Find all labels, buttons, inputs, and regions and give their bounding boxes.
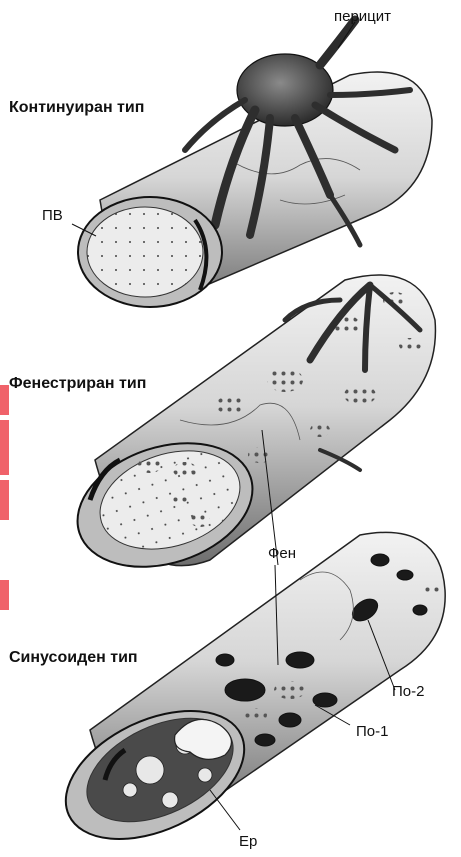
side-marker-2 <box>0 420 9 475</box>
sinusoid-capillary <box>46 532 446 852</box>
label-po1: По-1 <box>356 724 388 739</box>
title-continuous: Континуиран тип <box>9 100 144 116</box>
side-marker-1 <box>0 385 9 415</box>
side-marker-3 <box>0 480 9 520</box>
continuous-capillary <box>72 20 432 307</box>
title-sinusoid: Синусоиден тип <box>9 650 138 666</box>
label-po2: По-2 <box>392 684 424 699</box>
label-pv: ПВ <box>42 208 63 223</box>
title-fenestrated: Фенестриран тип <box>9 376 146 392</box>
label-fen: Фен <box>268 546 296 561</box>
side-marker-4 <box>0 580 9 610</box>
label-pericyte: перицит <box>334 9 391 24</box>
label-er: Ер <box>239 834 257 849</box>
